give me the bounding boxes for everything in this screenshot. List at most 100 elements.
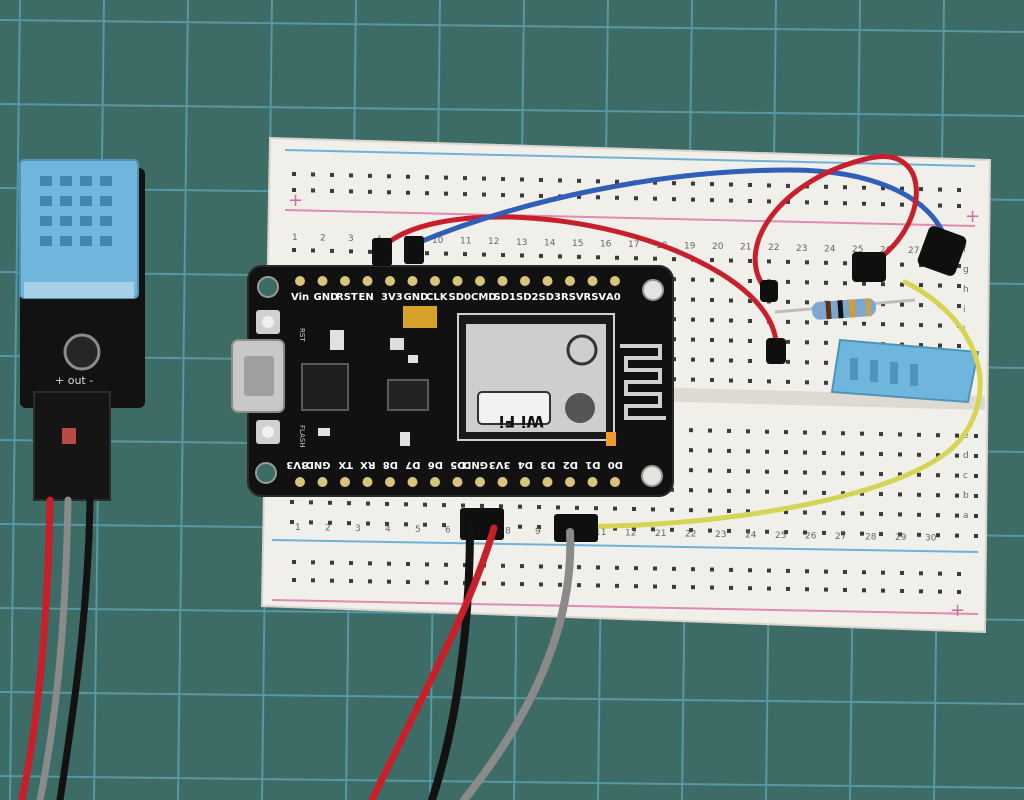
breadboard-hole [841, 431, 845, 436]
breadboard-hole [727, 448, 731, 453]
breadboard-hole [537, 525, 541, 530]
breadboard-hole [881, 588, 885, 593]
header-pin [340, 276, 350, 286]
breadboard-hole [843, 201, 847, 206]
breadboard-hole [803, 530, 807, 535]
breadboard-hole [520, 564, 524, 569]
breadboard-hole [328, 520, 332, 525]
pin-label: 3V3 [381, 292, 403, 303]
breadboard-hole [746, 529, 750, 534]
row-letter: a [963, 511, 969, 521]
breadboard-hole [974, 494, 978, 498]
breadboard-hole [615, 255, 619, 260]
breadboard-hole [499, 504, 503, 509]
row-number: 1 [292, 233, 298, 243]
header-pin [362, 477, 373, 487]
pin-label: GND [463, 459, 488, 470]
breadboard-hole [919, 323, 923, 328]
breadboard-hole [748, 358, 752, 363]
breadboard-hole [311, 560, 315, 565]
dht11-module: + out - [19, 159, 145, 501]
row-number: 1 [295, 523, 301, 533]
header-pin [362, 276, 373, 286]
breadboard-hole [843, 587, 847, 592]
header-pin [385, 276, 395, 286]
breadboard-hole [349, 561, 353, 566]
breadboard-hole [501, 253, 505, 258]
header-pin [565, 477, 575, 487]
pin-label: D7 [405, 459, 420, 470]
grid-line [0, 691, 1024, 705]
breadboard-hole [710, 318, 714, 323]
breadboard-hole [879, 452, 883, 457]
breadboard-hole [501, 581, 505, 586]
breadboard-hole [710, 278, 714, 283]
breadboard-hole [406, 174, 410, 179]
row-number: 23 [796, 244, 807, 254]
breadboard-hole [672, 197, 676, 202]
breadboard-hole [748, 318, 752, 323]
breadboard-hole [900, 322, 904, 327]
row-number: 25 [852, 245, 863, 255]
breadboard-hole [634, 256, 638, 261]
header-pin [475, 276, 485, 286]
breadboard-hole [501, 193, 505, 198]
breadboard-hole [596, 255, 600, 260]
row-number: 19 [684, 241, 696, 251]
breadboard-hole [689, 428, 693, 433]
esp8266-module: ESP8266MOD ISM 2.4GHz PA +25dBm 802.11b/… [457, 313, 666, 441]
row-number: 9 [535, 527, 541, 537]
breadboard-hole [292, 560, 296, 564]
breadboard-hole [444, 580, 448, 585]
row-number: 3 [348, 234, 354, 244]
breadboard-hole [444, 562, 448, 567]
row-number: 25 [775, 531, 786, 541]
breadboard-hole [425, 251, 429, 256]
breadboard-hole [710, 378, 714, 383]
breadboard-hole [328, 500, 332, 505]
breadboard-hole [900, 302, 904, 307]
row-number: 28 [865, 533, 877, 543]
row-letter: g [963, 265, 969, 275]
row-number: 11 [460, 237, 471, 247]
header-pin [317, 477, 328, 487]
row-number: 13 [516, 238, 527, 248]
breadboard-hole [520, 253, 524, 258]
breadboard-hole [765, 449, 769, 454]
breadboard-hole [748, 338, 752, 343]
breadboard-hole [330, 248, 334, 253]
breadboard-hole [691, 357, 695, 362]
breadboard-hole [841, 531, 845, 536]
breadboard-hole [577, 194, 581, 199]
header-pin [610, 477, 620, 487]
breadboard-hole [938, 589, 942, 594]
breadboard-hole [520, 193, 524, 198]
breadboard-hole [936, 493, 940, 498]
breadboard-hole [309, 500, 313, 505]
header-pin [542, 276, 553, 286]
breadboard-hole [463, 563, 467, 568]
breadboard-hole [385, 521, 389, 526]
breadboard-hole [824, 320, 828, 325]
wire-red-loop [752, 154, 919, 295]
breadboard-hole [689, 488, 693, 493]
breadboard-hole [784, 510, 788, 515]
usb-uart-chip [301, 363, 349, 411]
wire-blue [412, 167, 949, 247]
breadboard-hole [786, 259, 790, 264]
header-pin [340, 477, 350, 487]
wire-yellow [557, 279, 983, 529]
header-pin [520, 276, 530, 286]
breadboard-hole [708, 468, 712, 473]
breadboard-hole [822, 470, 826, 475]
breadboard-hole [767, 199, 771, 204]
breadboard-hole [689, 528, 693, 533]
rail-plus-sign-bottom-right: + [950, 600, 965, 621]
breadboard-hole [729, 318, 733, 323]
row-number: 10 [432, 236, 444, 246]
breadboard-hole [691, 277, 695, 282]
resistor [774, 298, 916, 320]
breadboard-hole [577, 583, 581, 588]
breadboard-hole [349, 579, 353, 584]
